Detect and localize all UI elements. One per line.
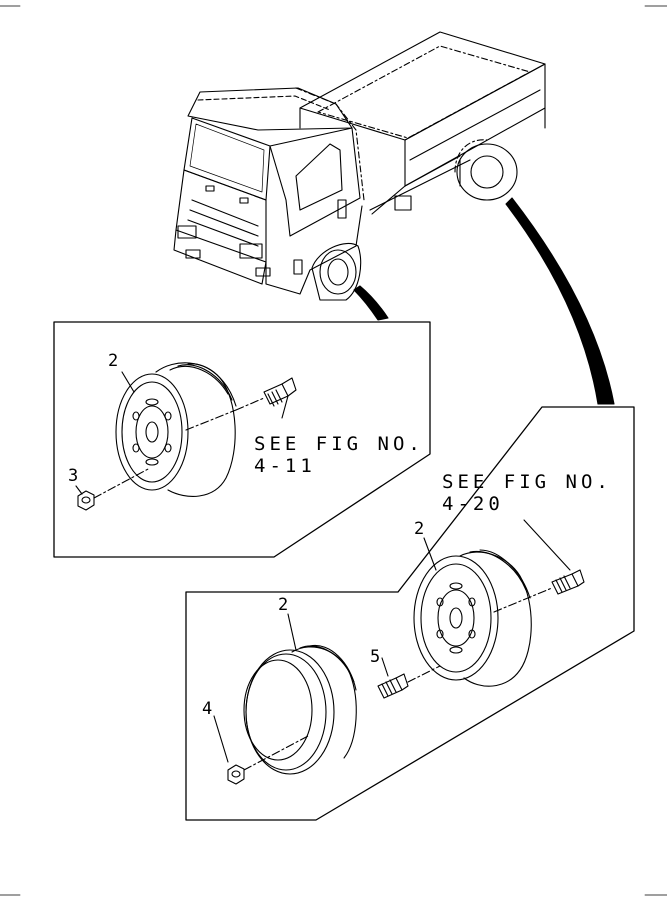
rear-nut: [213, 715, 245, 785]
crop-marks: [0, 5, 667, 896]
front-nut: [75, 467, 151, 511]
callout-rear-inner-wheel: 2: [414, 519, 424, 539]
rear-stud-bolt: [377, 657, 441, 699]
cargo-bed: [299, 31, 546, 215]
rear-outer-callout-leader: [287, 613, 297, 651]
front-see-fig-line2: 4-11: [254, 455, 316, 477]
callout-rear-nut: 4: [202, 699, 212, 719]
rear-wheel-leader: [505, 197, 615, 405]
rear-wheel: [454, 139, 518, 201]
callout-front-nut: 3: [68, 466, 78, 486]
rear-see-fig-line2: 4-20: [442, 493, 504, 515]
rear-inner-callout-leader: [423, 537, 437, 571]
rear-hub-bolt: [523, 519, 585, 595]
cab: [173, 87, 365, 295]
front-wheel-leader: [353, 285, 389, 321]
callout-rear-bolt: 5: [370, 647, 380, 667]
rear-wheel-panel: 2 2 4 5 SEE FIG NO. 4-20: [185, 406, 635, 821]
rear-inner-rim: [413, 549, 553, 687]
front-wheel-panel: 2 3 SEE FIG NO. 4-11: [53, 321, 431, 558]
front-stud-bolt: [263, 377, 297, 419]
truck-illustration: [173, 31, 546, 301]
front-wheel: [311, 242, 362, 301]
callout-front-wheel: 2: [108, 351, 118, 371]
rear-outer-rim: [243, 644, 357, 775]
front-rim: [115, 362, 265, 497]
callout-rear-outer-wheel: 2: [278, 595, 288, 615]
front-wheel-callout-leader: [121, 371, 135, 393]
rear-see-fig-line1: SEE FIG NO.: [442, 471, 612, 493]
front-see-fig-line1: SEE FIG NO.: [254, 433, 424, 455]
